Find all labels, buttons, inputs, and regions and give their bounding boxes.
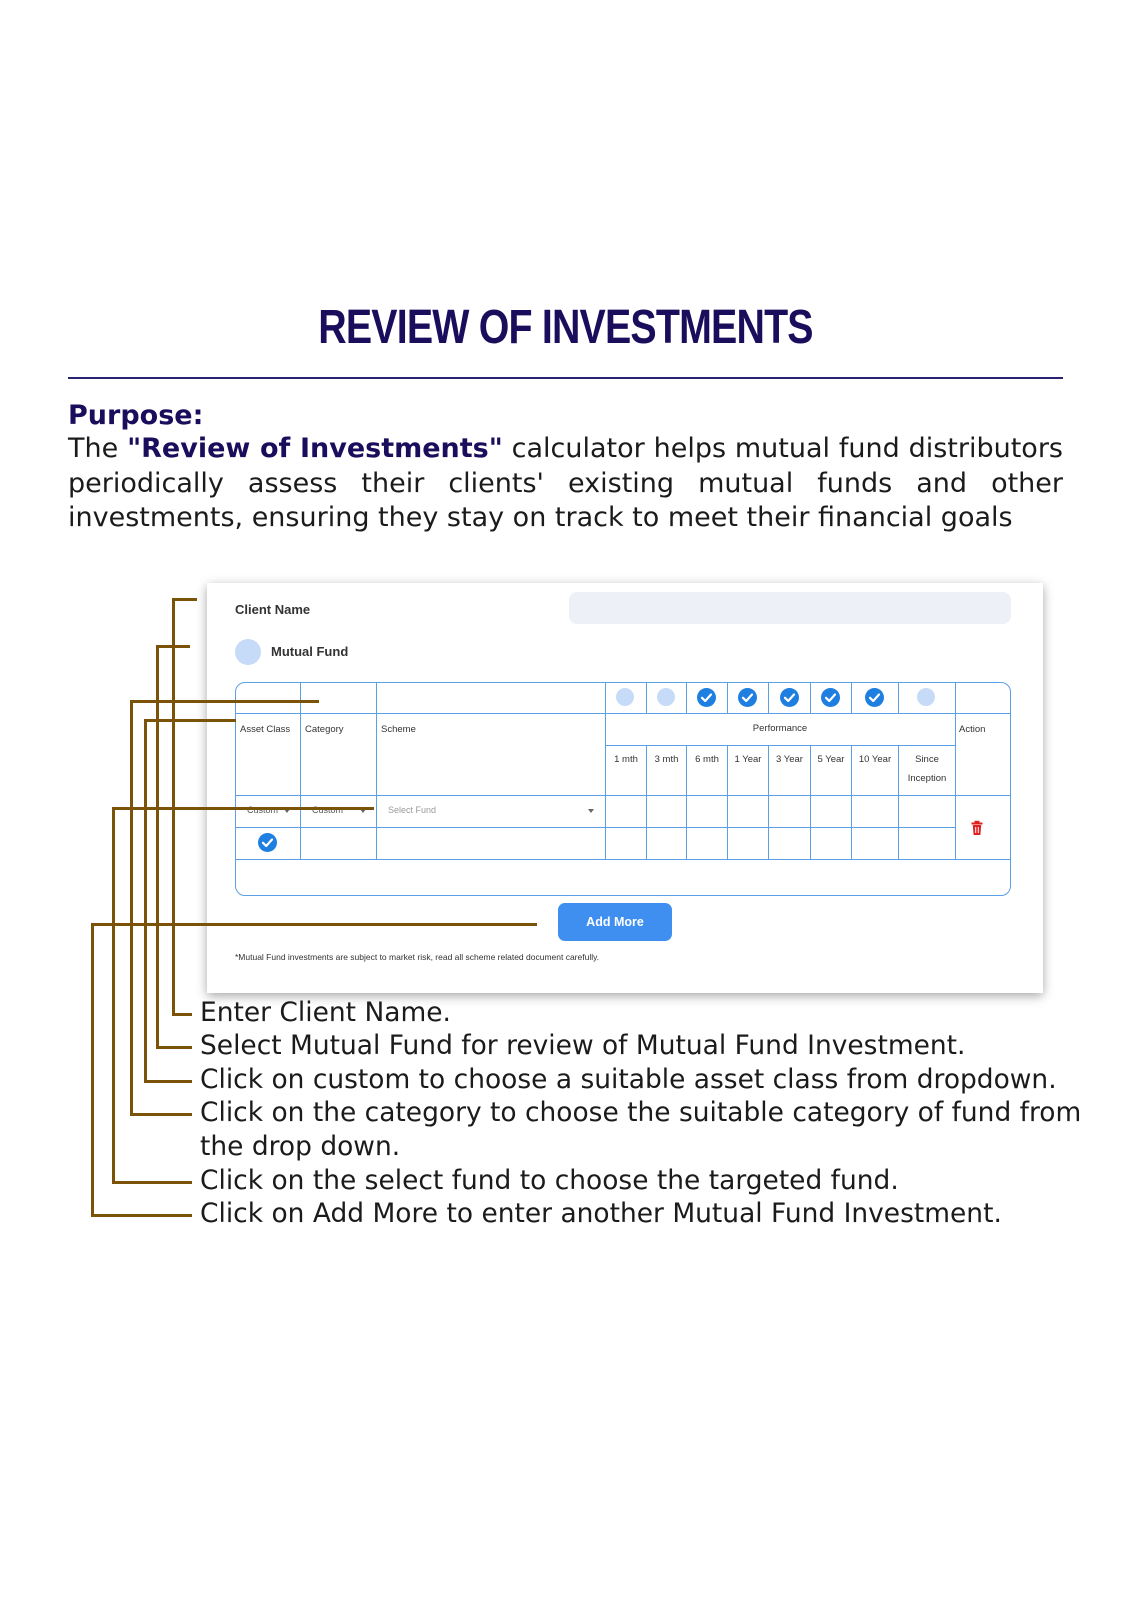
period-3year-check-icon[interactable]	[780, 688, 799, 707]
mutual-fund-label: Mutual Fund	[271, 644, 349, 659]
purpose-tool-name: "Review of Investments"	[127, 433, 503, 464]
asset-class-dropdown[interactable]: Custom	[247, 805, 279, 815]
category-caret-icon	[360, 809, 366, 813]
period-label-5year: 5 Year	[817, 754, 845, 765]
client-name-label: Client Name	[235, 602, 311, 617]
instruction-category: Click on the category to choose the suit…	[200, 1097, 1082, 1128]
period-label-since-inception: Since Inception	[907, 754, 947, 784]
asset-class-caret-icon	[284, 809, 290, 813]
instruction-client-name: Enter Client Name.	[200, 997, 451, 1028]
period-5year-check-icon[interactable]	[821, 688, 840, 707]
add-more-button[interactable]: Add More	[558, 903, 672, 941]
period-since-inception-checkbox[interactable]	[917, 688, 935, 706]
title-divider	[68, 377, 1063, 379]
period-3mth-checkbox[interactable]	[657, 688, 675, 706]
period-1year-check-icon[interactable]	[738, 688, 757, 707]
row-select-check-icon[interactable]	[258, 833, 277, 852]
scheme-caret-icon	[588, 809, 594, 813]
column-asset-class: Asset Class	[240, 724, 291, 735]
disclaimer-text: *Mutual Fund investments are subject to …	[235, 952, 600, 962]
period-label-1year: 1 Year	[734, 754, 762, 765]
period-label-10year: 10 Year	[858, 754, 892, 765]
instruction-select-fund: Click on the select fund to choose the t…	[200, 1165, 899, 1196]
period-6mth-check-icon[interactable]	[697, 688, 716, 707]
mutual-fund-radio[interactable]	[235, 639, 261, 665]
column-scheme: Scheme	[381, 724, 416, 735]
delete-row-trash-icon[interactable]	[970, 820, 984, 836]
investment-table: Asset Class Category Scheme Performance …	[235, 682, 1011, 896]
scheme-select-fund-dropdown[interactable]: Select Fund	[388, 805, 437, 815]
category-dropdown[interactable]: Custom	[312, 805, 344, 815]
period-label-1mth: 1 mth	[614, 754, 638, 765]
instruction-asset-class: Click on custom to choose a suitable ass…	[200, 1064, 1057, 1095]
instruction-category-cont: the drop down.	[200, 1131, 401, 1162]
instruction-mutual-fund: Select Mutual Fund for review of Mutual …	[200, 1030, 966, 1061]
column-performance: Performance	[752, 723, 808, 734]
purpose-paragraph: The "Review of Investments" calculator h…	[68, 432, 1063, 536]
client-name-input[interactable]	[569, 592, 1011, 624]
period-10year-check-icon[interactable]	[865, 688, 884, 707]
purpose-body: calculator helps mutual fund distributor…	[68, 433, 1063, 533]
column-action: Action	[959, 724, 986, 735]
period-1mth-checkbox[interactable]	[616, 688, 634, 706]
period-label-3mth: 3 mth	[654, 754, 679, 765]
page-title: REVIEW OF INVESTMENTS	[318, 301, 813, 354]
period-label-3year: 3 Year	[776, 754, 803, 765]
purpose-heading: Purpose:	[68, 400, 204, 431]
period-label-6mth: 6 mth	[695, 754, 719, 765]
instruction-add-more: Click on Add More to enter another Mutua…	[200, 1198, 1002, 1229]
purpose-prefix: The	[68, 433, 128, 464]
review-form-card: Client Name Mutual Fund	[207, 583, 1043, 993]
column-category: Category	[305, 724, 344, 735]
